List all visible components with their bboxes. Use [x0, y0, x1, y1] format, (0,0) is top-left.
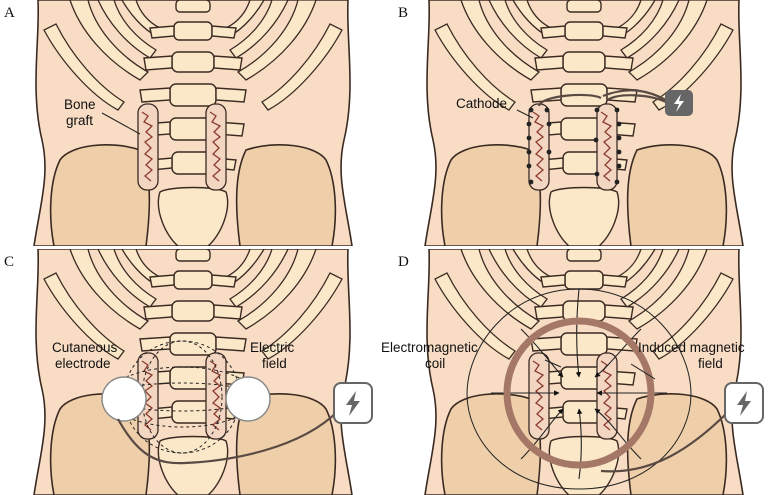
panel-letter-b: B — [398, 5, 408, 21]
panel-letter-a: A — [4, 5, 15, 21]
panel-b — [424, 0, 744, 246]
induced-magnetic-field-label-line2: field — [698, 356, 723, 371]
electromagnetic-coil-label-line2: coil — [425, 356, 445, 371]
panel-d — [424, 249, 764, 495]
panel-c — [33, 249, 373, 495]
bone-graft-label-line2: graft — [66, 113, 93, 128]
cutaneous-electrode-label-line1: Cutaneous — [52, 340, 118, 355]
induced-magnetic-field-label-line1: Induced magnetic — [638, 340, 745, 355]
panel-letter-d: D — [398, 254, 409, 270]
panel-letter-c: C — [4, 254, 14, 270]
panel-a — [33, 0, 353, 246]
cathode-label: Cathode — [456, 96, 507, 111]
cutaneous-electrode-label-line2: electrode — [55, 356, 111, 371]
electric-field-label-line1: Electric — [250, 340, 295, 355]
bone-graft-label-line1: Bone — [64, 97, 96, 112]
electromagnetic-coil-label-line1: Electromagnetic — [381, 340, 478, 355]
electric-field-label-line2: field — [262, 356, 287, 371]
